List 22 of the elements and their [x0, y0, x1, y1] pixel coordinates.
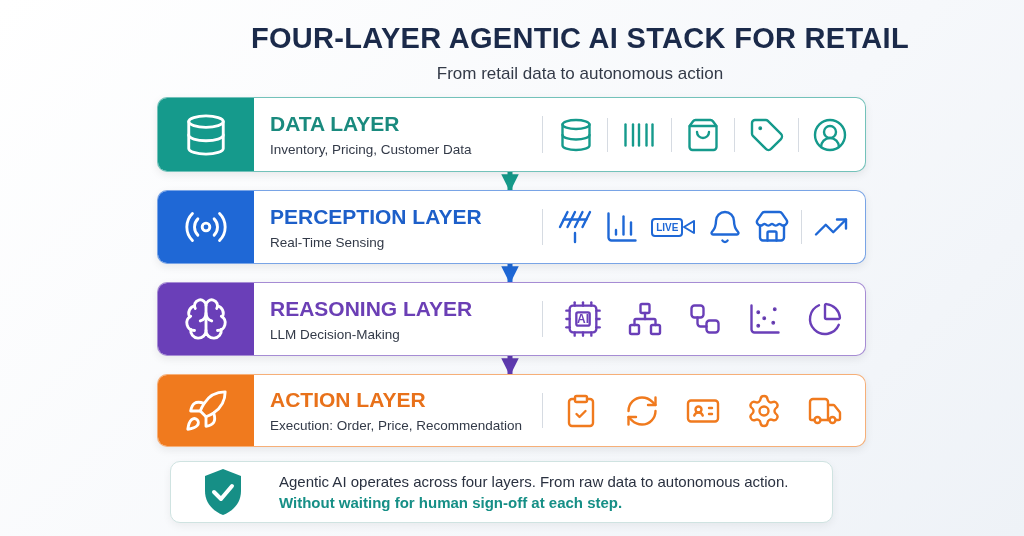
layer-card	[157, 374, 866, 447]
arrow	[501, 172, 519, 192]
layer-heading: DATA LAYER	[270, 112, 401, 136]
layer-heading: ACTION LAYER	[270, 388, 427, 412]
subtitle: From retail data to autonomous action	[435, 64, 725, 84]
layer-description: LLM Decision-Making	[270, 326, 401, 342]
layer-card	[157, 97, 866, 172]
arrow	[501, 356, 519, 376]
layer-description: Execution: Order, Price, Recommendation	[270, 418, 524, 433]
layer-card	[157, 282, 866, 356]
title: FOUR-LAYER AGENTIC AI STACK FOR RETAIL	[250, 22, 910, 55]
summary-box	[170, 461, 833, 523]
live-badge: LIVE	[651, 217, 684, 237]
chip-label: AI	[576, 312, 590, 326]
arrow	[501, 264, 519, 284]
layer-heading: PERCEPTION LAYER	[270, 204, 483, 229]
summary-text: Agentic AI operates across four layers. From raw data to autonomous action.	[279, 473, 789, 490]
layer-description: Inventory, Pricing, Customer Data	[270, 142, 473, 157]
layer-description: Real-Time Sensing	[270, 234, 386, 250]
layer-heading: REASONING LAYER	[270, 296, 474, 321]
summary-text: Without waiting for human sign-off at each step.	[279, 494, 624, 511]
layer-card	[157, 190, 866, 264]
